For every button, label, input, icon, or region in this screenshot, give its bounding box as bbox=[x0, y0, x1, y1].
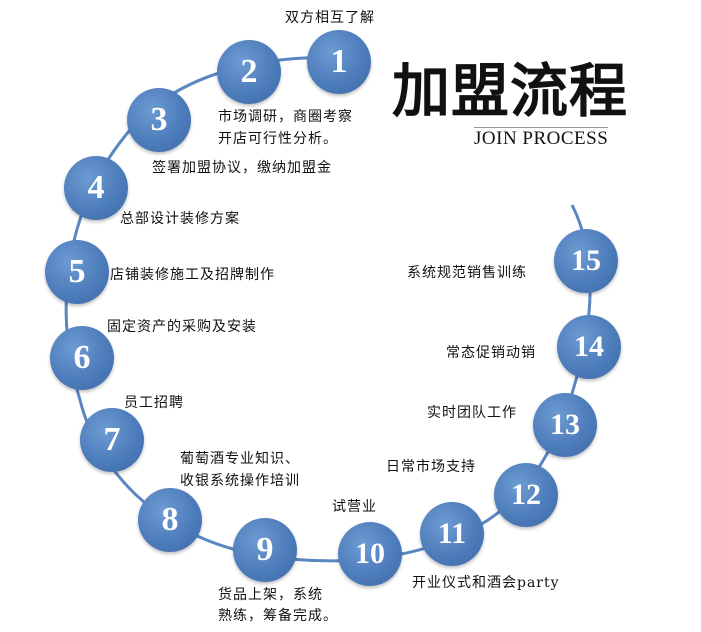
step-circle-7: 7 bbox=[80, 408, 144, 472]
step-label-5: 店铺装修施工及招牌制作 bbox=[110, 267, 275, 283]
step-label-15: 系统规范销售训练 bbox=[407, 265, 527, 281]
step-circle-15: 15 bbox=[554, 229, 618, 293]
step-label-13: 实时团队工作 bbox=[427, 405, 517, 421]
page-title: 加盟流程 bbox=[392, 57, 629, 125]
step-circle-11: 11 bbox=[420, 502, 484, 566]
step-circle-4: 4 bbox=[64, 156, 128, 220]
step-label-9-line2: 熟练，筹备完成。 bbox=[218, 608, 338, 624]
step-label-1: 双方相互了解 bbox=[285, 10, 375, 26]
step-label-11: 开业仪式和酒会party bbox=[412, 575, 560, 591]
step-label-14: 常态促销动销 bbox=[446, 345, 536, 361]
step-label-8: 葡萄酒专业知识、 bbox=[180, 451, 300, 467]
step-label-6: 固定资产的采购及安装 bbox=[107, 319, 257, 335]
step-label-7: 员工招聘 bbox=[124, 395, 184, 411]
step-circle-3: 3 bbox=[127, 88, 191, 152]
step-label-2-line2: 开店可行性分析。 bbox=[218, 131, 338, 147]
step-circle-1: 1 bbox=[307, 30, 371, 94]
step-label-12: 日常市场支持 bbox=[386, 459, 476, 475]
step-circle-9: 9 bbox=[233, 518, 297, 582]
step-circle-14: 14 bbox=[557, 315, 621, 379]
step-label-9: 货品上架，系统 bbox=[218, 587, 323, 603]
page-subtitle: JOIN PROCESS bbox=[474, 127, 609, 149]
step-circle-10: 10 bbox=[338, 522, 402, 586]
step-circle-8: 8 bbox=[138, 488, 202, 552]
step-circle-5: 5 bbox=[45, 240, 109, 304]
step-circle-2: 2 bbox=[217, 40, 281, 104]
step-circle-12: 12 bbox=[494, 463, 558, 527]
step-label-4: 总部设计装修方案 bbox=[120, 211, 240, 227]
step-label-3: 签署加盟协议，缴纳加盟金 bbox=[152, 160, 332, 176]
step-label-2: 市场调研，商圈考察 bbox=[218, 109, 353, 125]
step-label-10: 试营业 bbox=[332, 499, 377, 515]
step-label-8-line2: 收银系统操作培训 bbox=[180, 473, 300, 489]
step-circle-6: 6 bbox=[50, 326, 114, 390]
step-circle-13: 13 bbox=[533, 393, 597, 457]
